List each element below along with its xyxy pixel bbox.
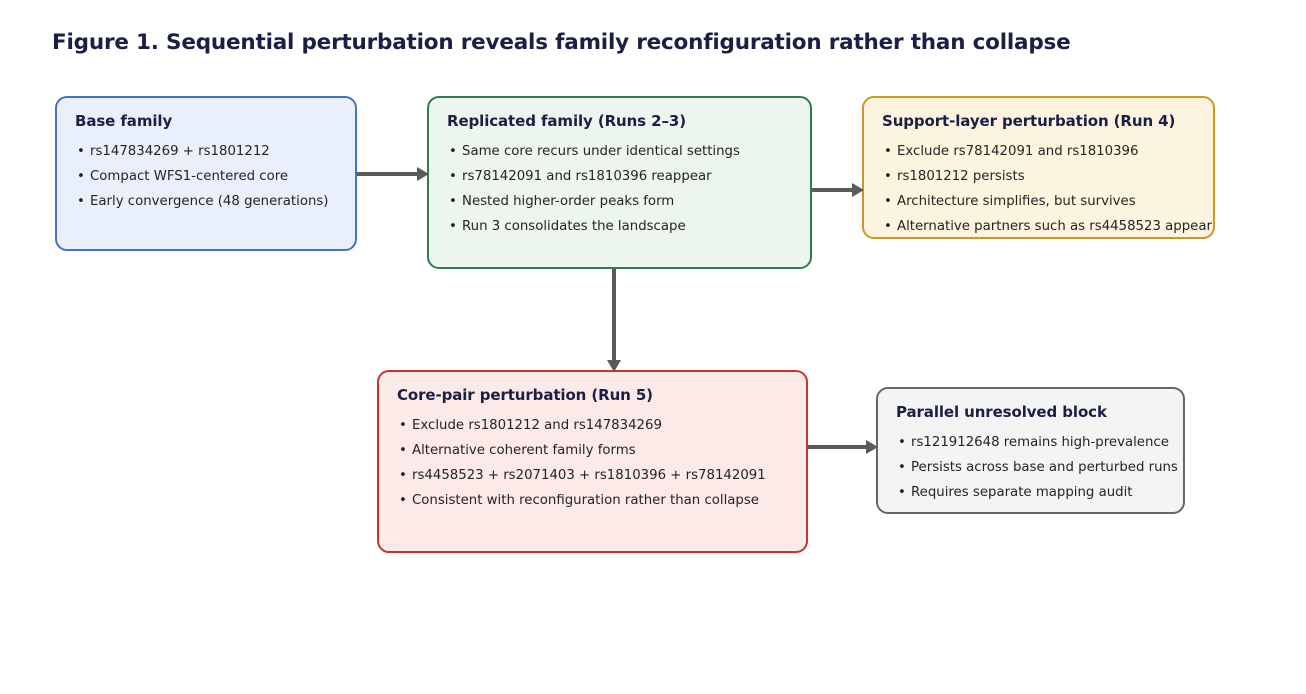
node-support-layer-perturbation: Support-layer perturbation (Run 4) Exclu… [862, 96, 1215, 239]
list-item: Exclude rs78142091 and rs1810396 [882, 139, 1195, 164]
node-replicated-family: Replicated family (Runs 2–3) Same core r… [427, 96, 812, 269]
list-item: Same core recurs under identical setting… [447, 139, 792, 164]
arrow-replicated-to-support-icon [812, 178, 864, 202]
node-base-family-list: rs147834269 + rs1801212 Compact WFS1-cen… [75, 139, 337, 214]
node-parallel-unresolved-block: Parallel unresolved block rs121912648 re… [876, 387, 1185, 514]
node-replicated-family-title: Replicated family (Runs 2–3) [447, 112, 686, 130]
node-core-pair-perturbation-list: Exclude rs1801212 and rs147834269 Altern… [397, 413, 788, 513]
list-item: Consistent with reconfiguration rather t… [397, 488, 788, 513]
arrow-shaft [812, 188, 854, 192]
node-support-layer-perturbation-list: Exclude rs78142091 and rs1810396 rs18012… [882, 139, 1212, 239]
list-item: Alternative coherent family forms [397, 438, 788, 463]
list-item: Run 3 consolidates the landscape [447, 214, 792, 239]
node-base-family-title: Base family [75, 112, 173, 130]
node-support-layer-perturbation-title: Support-layer perturbation (Run 4) [882, 112, 1176, 130]
list-item: Compact WFS1-centered core [75, 164, 337, 189]
list-item: rs4458523 + rs2071403 + rs1810396 + rs78… [397, 463, 788, 488]
list-item: Persists across base and perturbed runs [896, 455, 1178, 480]
arrow-shaft [808, 445, 868, 449]
list-item: Alternative partners such as rs4458523 a… [882, 214, 1212, 239]
arrow-shaft [357, 172, 419, 176]
arrow-head [417, 166, 429, 181]
arrow-head [606, 360, 621, 372]
list-item: Requires separate mapping audit [896, 480, 1165, 505]
node-core-pair-perturbation: Core-pair perturbation (Run 5) Exclude r… [377, 370, 808, 553]
node-parallel-unresolved-block-title: Parallel unresolved block [896, 403, 1107, 421]
arrow-replicated-to-corepair-icon [602, 268, 626, 372]
list-item: rs78142091 and rs1810396 reappear [447, 164, 792, 189]
arrow-head [866, 439, 878, 454]
list-item: Early convergence (48 generations) [75, 189, 337, 214]
node-base-family: Base family rs147834269 + rs1801212 Comp… [55, 96, 357, 251]
list-item: rs1801212 persists [882, 164, 1195, 189]
list-item: Exclude rs1801212 and rs147834269 [397, 413, 788, 438]
list-item: Architecture simplifies, but survives [882, 189, 1195, 214]
arrow-head [852, 182, 864, 197]
node-core-pair-perturbation-title: Core-pair perturbation (Run 5) [397, 386, 653, 404]
arrow-shaft [612, 268, 616, 362]
node-parallel-unresolved-block-list: rs121912648 remains high-prevalence Pers… [896, 430, 1178, 505]
list-item: rs121912648 remains high-prevalence [896, 430, 1169, 455]
arrow-corepair-to-parallel-icon [808, 435, 878, 459]
list-item: Nested higher-order peaks form [447, 189, 792, 214]
list-item: rs147834269 + rs1801212 [75, 139, 337, 164]
node-replicated-family-list: Same core recurs under identical setting… [447, 139, 792, 239]
figure-title: Figure 1. Sequential perturbation reveal… [52, 30, 1071, 55]
arrow-base-to-replicated-icon [357, 162, 429, 186]
